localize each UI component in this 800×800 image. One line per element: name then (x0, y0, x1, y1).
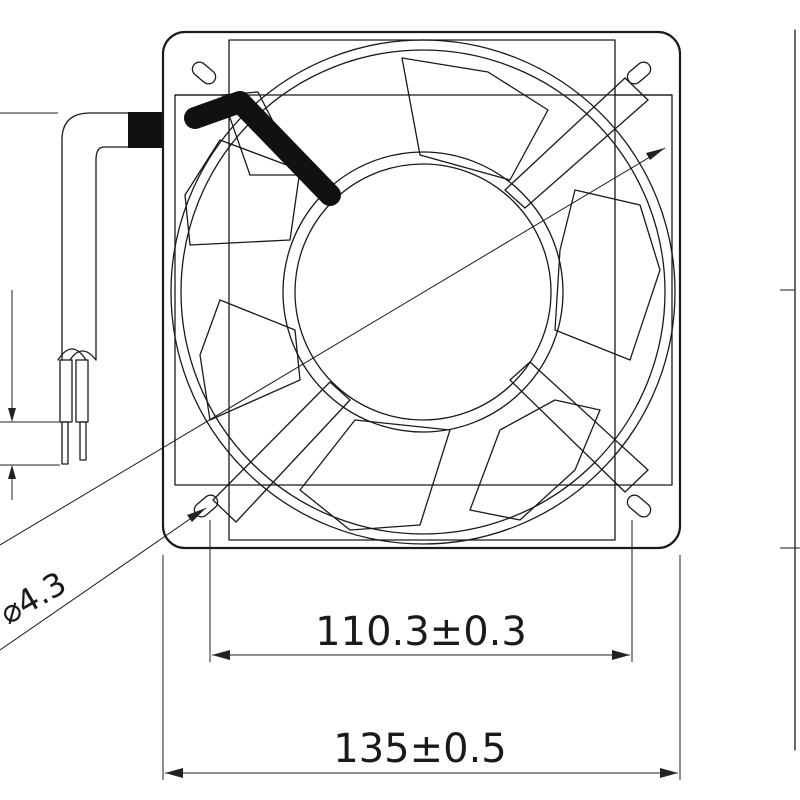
overall-width-label: 135±0.5 (333, 726, 506, 772)
hole-diameter-label: ⌀4.3 (0, 564, 73, 632)
hole-pitch-label: 110.3±0.3 (315, 609, 527, 655)
dimension-overall-width (162, 555, 681, 780)
diagonal-leaders (0, 147, 666, 651)
venturi-rings (170, 39, 676, 545)
fan-hub (282, 151, 564, 433)
side-view-edge (780, 29, 800, 751)
support-spokes (212, 77, 649, 523)
fan-blades (184, 57, 661, 531)
dimension-hole-pitch (209, 520, 633, 662)
lead-wires (57, 91, 341, 465)
left-dimension-lines (0, 112, 60, 500)
